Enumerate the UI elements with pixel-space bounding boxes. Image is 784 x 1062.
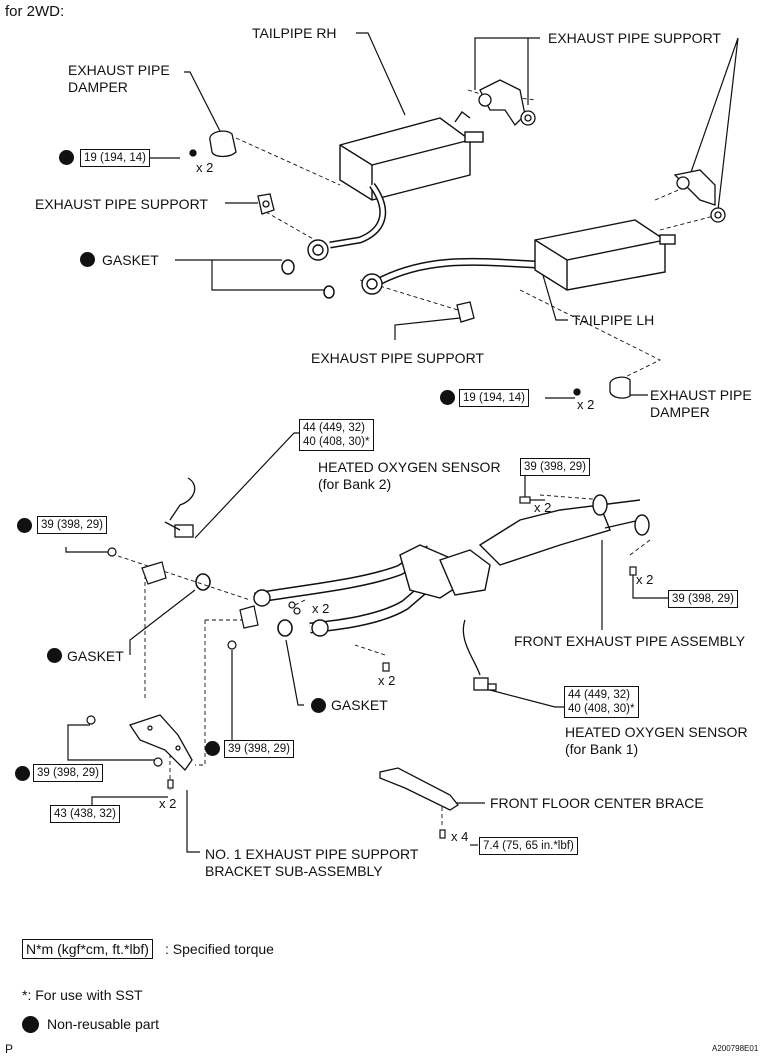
torque-box-o2-b1: 44 (449, 32) 40 (408, 30)* xyxy=(564,686,639,718)
label-tailpipe-lh: TAILPIPE LH xyxy=(572,312,655,328)
qty-x2-d: x 2 xyxy=(636,572,654,587)
nonreusable-dot xyxy=(440,390,455,405)
nonreusable-dot xyxy=(17,518,32,533)
legend-nonreusable: Non-reusable part xyxy=(47,1016,160,1032)
gaskets-lower xyxy=(195,573,293,637)
torque-box-39-right: 39 (398, 29) xyxy=(668,590,739,608)
qty-x2-g: x 2 xyxy=(159,796,177,811)
exhaust-support-top xyxy=(478,79,536,127)
label-bracket-1: NO. 1 EXHAUST PIPE SUPPORT xyxy=(205,846,419,862)
qty-x2-c: x 2 xyxy=(534,500,552,515)
nonreusable-dot xyxy=(15,766,30,781)
qty-x2-b: x 2 xyxy=(577,397,595,412)
label-o2-b1-1: HEATED OXYGEN SENSOR xyxy=(565,724,748,740)
nonreusable-dot xyxy=(205,741,220,756)
legend-unit-text: : Specified torque xyxy=(165,941,274,957)
leader-o2-b2 xyxy=(194,432,300,539)
leader-bracket xyxy=(186,790,200,853)
exhaust-support-right xyxy=(673,169,726,223)
torque-box-19b: 19 (194, 14) xyxy=(459,389,530,407)
label-tailpipe-rh: TAILPIPE RH xyxy=(252,25,337,41)
label-support-left: EXHAUST PIPE SUPPORT xyxy=(35,196,208,212)
tailpipe-rh xyxy=(307,111,484,261)
qty-x2-f: x 2 xyxy=(378,673,396,688)
torque-box-43: 43 (438, 32) xyxy=(50,805,121,823)
label-gasket-left: GASKET xyxy=(67,648,124,664)
nonreusable-dot xyxy=(59,150,74,165)
label-support-mid: EXHAUST PIPE SUPPORT xyxy=(311,350,484,366)
footer-page-marker: P xyxy=(5,1042,14,1056)
label-damper-right-1: EXHAUST PIPE xyxy=(650,387,752,403)
support-left xyxy=(257,193,275,215)
torque-box-o2-b2: 44 (449, 32) 40 (408, 30)* xyxy=(299,419,374,451)
support-mid xyxy=(456,301,475,323)
leader-o2-b1 xyxy=(489,689,565,708)
label-o2-b2-1: HEATED OXYGEN SENSOR xyxy=(318,459,501,475)
torque-box-39-top-right: 39 (398, 29) xyxy=(520,458,591,476)
flange-bracket xyxy=(141,561,259,629)
fasteners xyxy=(86,496,637,839)
leader-gasket-top xyxy=(175,259,325,291)
leader-39-left xyxy=(65,547,110,553)
leader-39-right xyxy=(632,575,669,599)
nonreusable-dot xyxy=(47,648,62,663)
leader-39-bottomleft xyxy=(67,724,155,761)
leader-gasket-left xyxy=(129,589,196,655)
nonreusable-dot xyxy=(80,252,95,267)
damper-right xyxy=(573,376,631,399)
gaskets-top xyxy=(281,259,335,299)
leader-support-top-right xyxy=(689,37,739,211)
tailpipe-lh xyxy=(361,219,676,295)
leader-39-center xyxy=(225,650,233,749)
footer-figure-id: A200798E01 xyxy=(712,1044,759,1053)
qty-x2-a: x 2 xyxy=(196,160,214,175)
label-gasket-top: GASKET xyxy=(102,252,159,268)
label-gasket-center: GASKET xyxy=(331,697,388,713)
label-support-top: EXHAUST PIPE SUPPORT xyxy=(548,30,721,46)
qty-x4: x 4 xyxy=(451,829,469,844)
torque-box-39-left: 39 (398, 29) xyxy=(37,516,108,534)
legend-unit-box: N*m (kgf*cm, ft.*lbf) xyxy=(22,939,153,959)
nonreusable-dot xyxy=(311,698,326,713)
label-damper-right-2: DAMPER xyxy=(650,404,710,420)
torque-box-74: 7.4 (75, 65 in.*lbf) xyxy=(479,837,578,855)
torque-o2-b2-b: 40 (408, 30)* xyxy=(303,436,370,448)
legend-sst-note: *: For use with SST xyxy=(22,987,143,1003)
label-o2-b1-2: (for Bank 1) xyxy=(565,741,639,757)
torque-o2-b1-b: 40 (408, 30)* xyxy=(568,703,635,715)
torque-box-19a: 19 (194, 14) xyxy=(80,149,151,167)
label-damper-top-2: DAMPER xyxy=(68,79,128,95)
damper-top xyxy=(189,130,237,158)
label-damper-top-1: EXHAUST PIPE xyxy=(68,62,170,78)
torque-o2-b1-a: 44 (449, 32) xyxy=(568,689,631,701)
leader-tailpipe-rh xyxy=(356,32,406,116)
header-title: for 2WD: xyxy=(5,3,65,20)
qty-x2-e: x 2 xyxy=(312,601,330,616)
leader-support-top xyxy=(474,37,540,105)
label-o2-b2-2: (for Bank 2) xyxy=(318,476,392,492)
label-floor-brace: FRONT FLOOR CENTER BRACE xyxy=(490,795,704,811)
legend-dot xyxy=(22,1016,39,1033)
leader-tailpipe-lh xyxy=(539,264,568,321)
oxygen-sensor-b2 xyxy=(164,477,196,538)
label-front-pipe: FRONT EXHAUST PIPE ASSEMBLY xyxy=(514,633,746,649)
torque-box-39-bottom-left: 39 (398, 29) xyxy=(33,764,104,782)
support-bracket xyxy=(128,714,193,772)
front-exhaust-pipe xyxy=(253,494,650,637)
leader-damper-top xyxy=(184,71,223,136)
leader-gasket-center xyxy=(285,639,304,706)
oxygen-sensor-b1 xyxy=(462,619,497,691)
label-bracket-2: BRACKET SUB-ASSEMBLY xyxy=(205,863,383,879)
torque-o2-b2-a: 44 (449, 32) xyxy=(303,422,366,434)
torque-box-39-center: 39 (398, 29) xyxy=(224,740,295,758)
floor-brace xyxy=(379,767,459,811)
leader-support-mid xyxy=(394,317,461,340)
